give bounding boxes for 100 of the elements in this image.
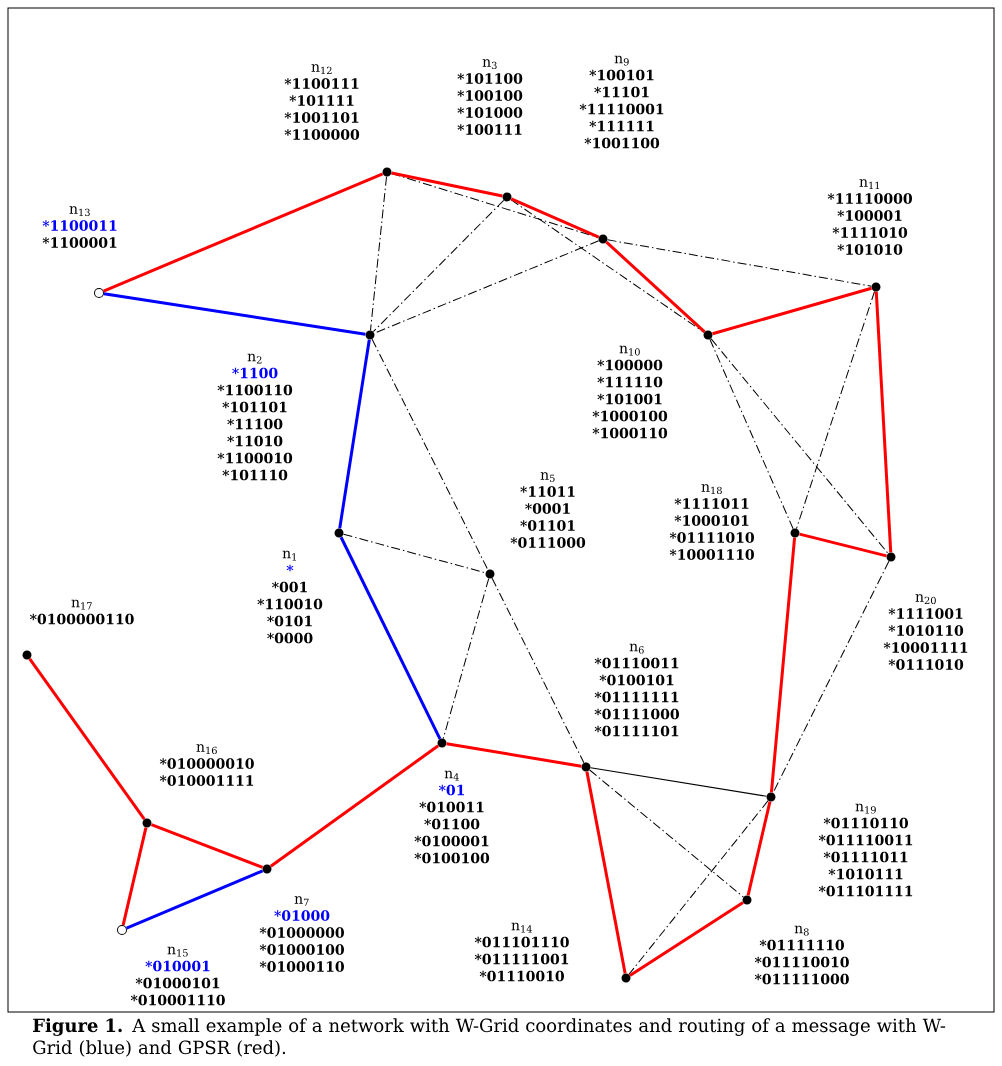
node-label: *01101 [520,520,575,531]
node-label: *1100010 [217,452,293,464]
node-label: n$_{11}$ [859,179,880,189]
node-label: *0000 [267,632,313,644]
link-line [121,827,148,926]
node-label: n$_{20}$ [915,594,936,605]
node-label: n$_{19}$ [855,803,876,814]
node-label: *1111011 [674,498,749,509]
node-label: *010001110 [130,994,225,1006]
node-label: *1000100 [592,410,668,422]
link-line [373,240,600,334]
link-line [590,767,767,797]
node-label: *0101 [267,615,312,627]
coordinate-label: n$_{3}$ *101100 *100100 *101000 *100111 [457,59,523,135]
node-label: *1001101 [284,112,359,123]
link-line [874,291,893,553]
node-label: n$_{3}$ [482,59,497,70]
coordinate-label: n$_{1}$ * *001 *110010 *0101 *0000 [257,550,323,644]
node-label: *010001 [145,960,210,972]
coordinate-label: n$_{6}$ *01110011 *0100101 *01111111 *01111000 *01111101 [594,643,679,737]
link-line [343,533,486,574]
node-label: *111110 [597,376,663,388]
link-line [442,578,490,739]
node-label: *01000101 [135,977,220,989]
node-label: n$_{12}$ [311,64,332,74]
node-label: *101111 [289,95,354,106]
coordinate-label: n$_{2}$ *1100 *1100110 *101101 *11100 *11010 *1100010 *101110 [217,353,293,481]
link-line [103,172,384,293]
node-label: *0100001 [414,835,489,847]
node-label: *11100 [227,418,283,430]
node-label: *011101110 [474,936,569,948]
coordinate-label: n$_{17}$ *0100000110 [29,599,134,625]
node-label: n$_{14}$ [511,922,532,933]
node-label: *110010 [257,598,323,610]
node-label: *1010110 [888,625,964,636]
link-line [799,532,887,558]
node-label: n$_{9}$ [614,55,629,66]
node-label: *100001 [837,210,902,221]
node-label: *101110 [222,469,288,481]
node-label: *11011 [520,486,575,497]
node-label: *01111111 [594,691,679,703]
node-label: *0100101 [599,674,674,686]
node-label: *001 [272,581,307,593]
link-line [103,292,366,336]
node-label: *101100 [457,73,523,84]
coordinate-label: n$_{10}$ *100000 *111110 *101001 *1000100 *1000110 [592,345,668,439]
node-label: *01000110 [259,961,344,972]
node-label: *11110000 [827,193,912,204]
link-line [28,657,146,821]
coordinate-label: n$_{19}$ *01110110 *011110011 *01111011 *1010111 *011101111 [818,803,913,897]
node-label: *1111010 [832,227,908,238]
coordinate-label: n$_{11}$ *11110000 *100001 *1111010 *101010 [827,179,912,255]
link-line [491,577,585,764]
node-label: *01110010 [479,970,564,982]
node-label: *0111000 [510,537,586,548]
node-label: *10001111 [883,642,968,653]
coordinate-label: n$_{4}$ *01 *010011 *01100 *0100001 *0100100 [414,770,490,864]
link-line [769,537,797,793]
node-label: n$_{4}$ [444,770,459,781]
coordinate-label: n$_{20}$ *1111001 *1010110 *10001111 *0111010 [883,594,968,670]
node-label: *011110010 [754,956,849,968]
coordinate-label: n$_{7}$ *01000 *01000000 *01000100 *01000110 [259,896,344,972]
node-label: *01111010 [669,532,754,543]
coordinate-label: n$_{16}$ *010000010 *010001111 [159,744,254,786]
node-label: n$_{1}$ [282,550,296,561]
node-label: *100101 [589,69,654,81]
link-line [370,176,387,331]
coordinate-label: n$_{18}$ *1111011 *1000101 *01111010 *10001110 [669,484,754,560]
link-line [709,338,794,530]
link-line [710,338,889,554]
node-label: *1100110 [217,384,293,396]
node-label: n$_{6}$ [629,643,644,654]
node-label: *10001110 [669,549,754,560]
node-label: n$_{10}$ [619,345,640,356]
link-line [372,199,505,333]
coordinate-label: n$_{13}$ *1100011 *1100001 [42,206,117,248]
node-label: *101000 [457,107,523,118]
node-label: n$_{18}$ [701,484,722,495]
coordinate-label: n$_{8}$ *01111110 *011110010 *011111000 [754,925,849,985]
link-line [712,286,872,336]
node-label: *1100 [232,367,278,379]
node-label: *111111 [589,120,654,132]
node-label: *100100 [457,90,523,101]
coordinate-label: n$_{9}$ *100101 *11101 *11110001 *111111 *1001100 [579,55,664,149]
link-line [269,744,440,868]
link-line [605,241,706,333]
node-label: *01000000 [259,927,344,938]
node-label: *011101111 [818,885,913,897]
node-label: *0111010 [888,659,964,670]
node-label: *1010111 [828,868,903,880]
coordinate-label: n$_{15}$ *010001 *01000101 *010001110 [130,946,225,1006]
node-label: *01111101 [594,725,679,737]
link-line [796,290,876,530]
node-label: *0100100 [414,852,490,864]
node-label: *1100111 [284,78,359,89]
node-label: *01100 [424,818,480,830]
coordinate-label: n$_{5}$ *11011 *0001 *01101 *0111000 [510,472,586,548]
node-label: n$_{2}$ [247,353,262,364]
link-line [629,901,744,977]
node-label: n$_{15}$ [167,946,188,957]
